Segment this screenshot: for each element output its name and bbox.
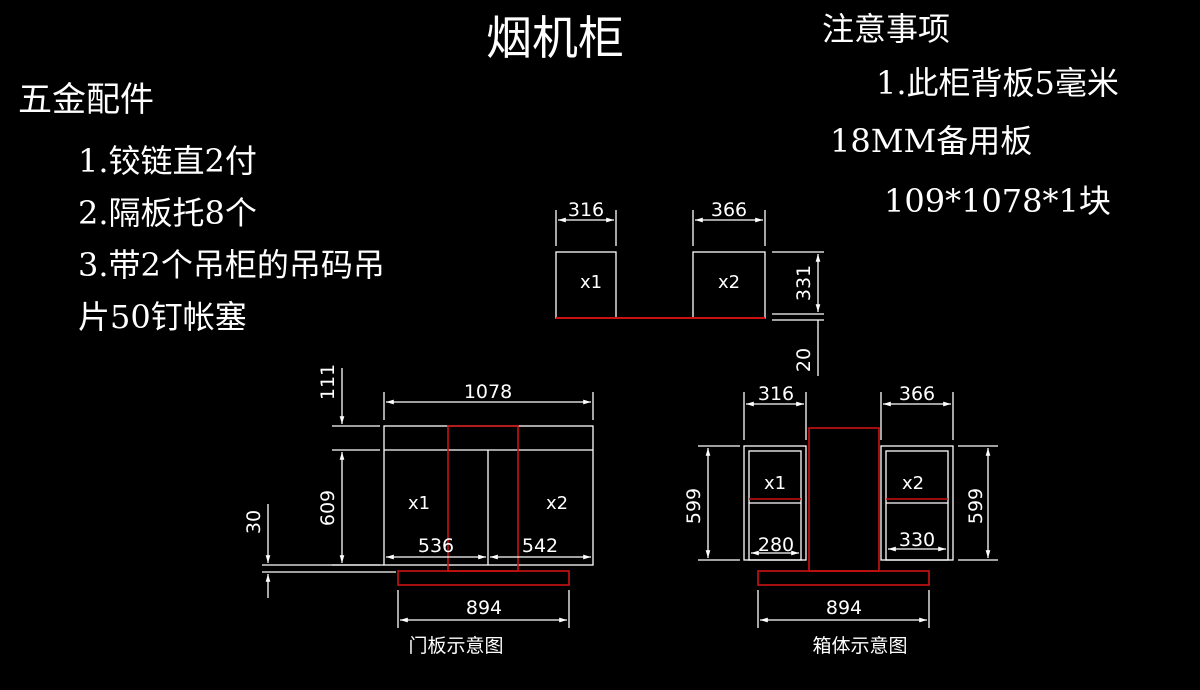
body-red-hood (808, 427, 880, 572)
hardware-item-hangers-cont: 片50钉帐塞 (78, 298, 247, 336)
door-dim-536: 536 (418, 535, 454, 557)
door-dim-111: 111 (317, 364, 339, 400)
door-dim-542: 542 (522, 535, 558, 557)
hardware-item-hinges: 1.铰链直2付 (78, 142, 257, 180)
body-caption: 箱体示意图 (812, 635, 907, 657)
top-dim-331: 331 (793, 265, 815, 301)
hardware-heading: 五金配件 (18, 80, 154, 120)
door-red-base (397, 570, 570, 586)
top-view (555, 210, 824, 376)
body-red-base (757, 570, 930, 586)
note-item-backboard: 1.此柜背板5毫米 (876, 64, 1119, 102)
top-dim-366: 366 (711, 199, 747, 221)
door-caption: 门板示意图 (408, 635, 503, 657)
door-label-x2: x2 (546, 493, 568, 514)
door-red-hood (447, 425, 519, 572)
notes-heading: 注意事项 (822, 10, 951, 48)
hardware-item-shelf-supports: 2.隔板托8个 (78, 194, 257, 232)
top-dim-316: 316 (568, 199, 604, 221)
door-dim-1078: 1078 (464, 381, 512, 403)
body-dim-894: 894 (826, 597, 862, 619)
top-dim-20: 20 (793, 348, 815, 372)
door-dim-894: 894 (466, 597, 502, 619)
body-label-x2: x2 (902, 473, 924, 494)
note-item-spare-size: 109*1078*1块 (884, 182, 1111, 220)
body-dim-316: 316 (758, 383, 794, 405)
door-dim-30: 30 (243, 510, 265, 534)
top-label-x2: x2 (718, 272, 740, 293)
door-view (262, 368, 594, 628)
body-dim-280: 280 (758, 534, 794, 556)
body-label-x1: x1 (764, 473, 786, 494)
body-dim-330: 330 (899, 529, 935, 551)
hardware-item-hangers: 3.带2个吊柜的吊码吊 (78, 246, 385, 284)
door-dim-609: 609 (317, 490, 339, 526)
page-title: 烟机柜 (486, 11, 624, 65)
top-label-x1: x1 (580, 272, 602, 293)
body-dim-366: 366 (899, 383, 935, 405)
note-item-spare-board: 18MM备用板 (830, 122, 1033, 160)
door-label-x1: x1 (408, 493, 430, 514)
body-dim-599-left: 599 (683, 488, 705, 524)
body-dim-599-right: 599 (965, 488, 987, 524)
body-view (698, 392, 998, 628)
